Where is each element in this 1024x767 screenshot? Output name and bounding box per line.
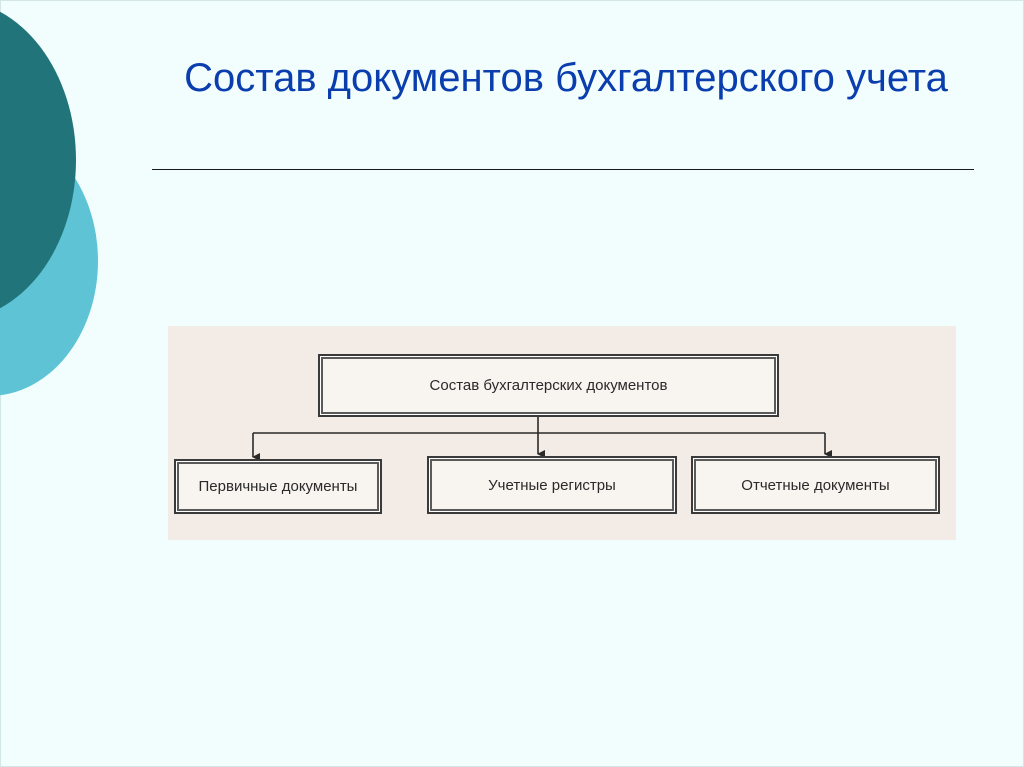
child-node-label: Первичные документы: [198, 478, 358, 495]
child-node-reporting-documents: Отчетные документы: [691, 456, 940, 514]
title-divider: [152, 169, 974, 170]
slide-title: Состав документов бухгалтерского учета: [184, 56, 948, 100]
child-node-label: Отчетные документы: [741, 476, 890, 494]
child-node-label: Учетные регистры: [488, 476, 616, 494]
diagram-panel: Состав бухгалтерских документов Первичны…: [168, 326, 956, 540]
child-node-primary-documents: Первичные документы: [174, 459, 382, 514]
diagram-connectors: [252, 417, 832, 461]
child-node-accounting-registers: Учетные регистры: [427, 456, 677, 514]
root-node-label: Состав бухгалтерских документов: [429, 377, 668, 394]
decorative-circles: [0, 0, 110, 420]
root-node: Состав бухгалтерских документов: [318, 354, 779, 417]
